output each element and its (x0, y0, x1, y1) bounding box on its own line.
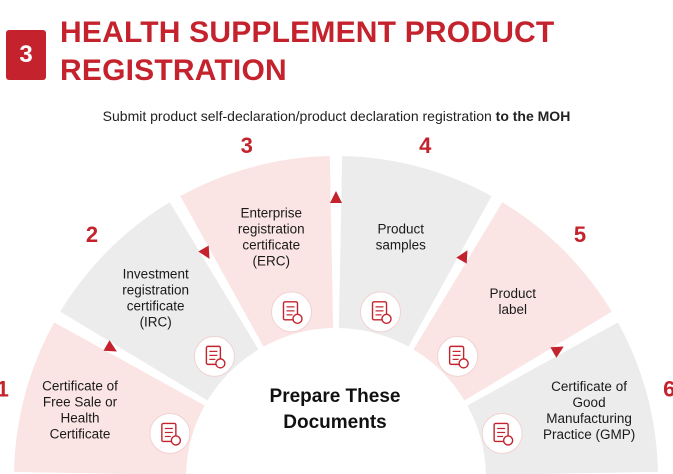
document-4-label-line: Product (377, 222, 424, 237)
center-title-line-1: Prepare These (270, 386, 401, 407)
flow-arrow-icon (103, 340, 117, 352)
flow-arrow-icon (456, 250, 468, 264)
document-4-label-line: samples (376, 238, 427, 253)
document-certificate-icon (149, 412, 191, 454)
document-6-label-line: Manufacturing (546, 411, 632, 426)
document-3-label-line: certificate (242, 238, 300, 253)
page-title: HEALTH SUPPLEMENT PRODUCT REGISTRATION (60, 14, 554, 90)
document-5-label-line: Product (490, 286, 537, 301)
certificate-ribbon-icon (193, 335, 235, 377)
step-number-badge: 3 (6, 30, 46, 80)
document-5-label-line: label (499, 302, 528, 317)
step-number-3: 3 (241, 133, 253, 158)
subtitle-text: Submit product self-declaration/product … (102, 108, 496, 124)
samples-magnifier-icon (360, 291, 402, 333)
step-number-4: 4 (419, 133, 432, 158)
document-3-label-line: registration (238, 222, 305, 237)
product-bottles-icon (437, 335, 479, 377)
document-3-label-line: (ERC) (253, 254, 291, 269)
document-2-label-line: registration (122, 283, 189, 298)
flow-arrow-icon (550, 346, 564, 358)
subtitle-bold-text: to the MOH (495, 108, 571, 124)
arrows-layer (103, 191, 564, 358)
document-2-label-line: certificate (127, 299, 185, 314)
title-line-1: HEALTH SUPPLEMENT PRODUCT (60, 16, 555, 49)
center-title-line-2: Documents (283, 412, 386, 433)
title-line-2: REGISTRATION (60, 54, 287, 87)
document-2-label-line: (IRC) (140, 315, 172, 330)
document-6-label-line: Certificate of (551, 379, 627, 394)
document-1-label-line: Free Sale or (43, 394, 118, 409)
document-1-label-line: Health (61, 410, 100, 425)
document-6-label-line: Good (573, 395, 606, 410)
step-number-2: 2 (86, 222, 98, 247)
step-number-6: 6 (663, 377, 673, 402)
flow-arrow-icon (330, 191, 342, 203)
flow-arrow-icon (198, 245, 210, 259)
subtitle: Submit product self-declaration/product … (0, 108, 673, 124)
icons-layer (149, 291, 523, 454)
step-number-5: 5 (574, 222, 586, 247)
step-number-1: 1 (0, 377, 9, 402)
document-1-label-line: Certificate (50, 426, 111, 441)
gmp-certificate-icon (481, 412, 523, 454)
document-gear-icon (270, 291, 312, 333)
document-1-label-line: Certificate of (42, 378, 118, 393)
document-2-label-line: Investment (123, 267, 189, 282)
document-3-label-line: Enterprise (241, 206, 303, 221)
document-6-label-line: Practice (GMP) (543, 427, 635, 442)
